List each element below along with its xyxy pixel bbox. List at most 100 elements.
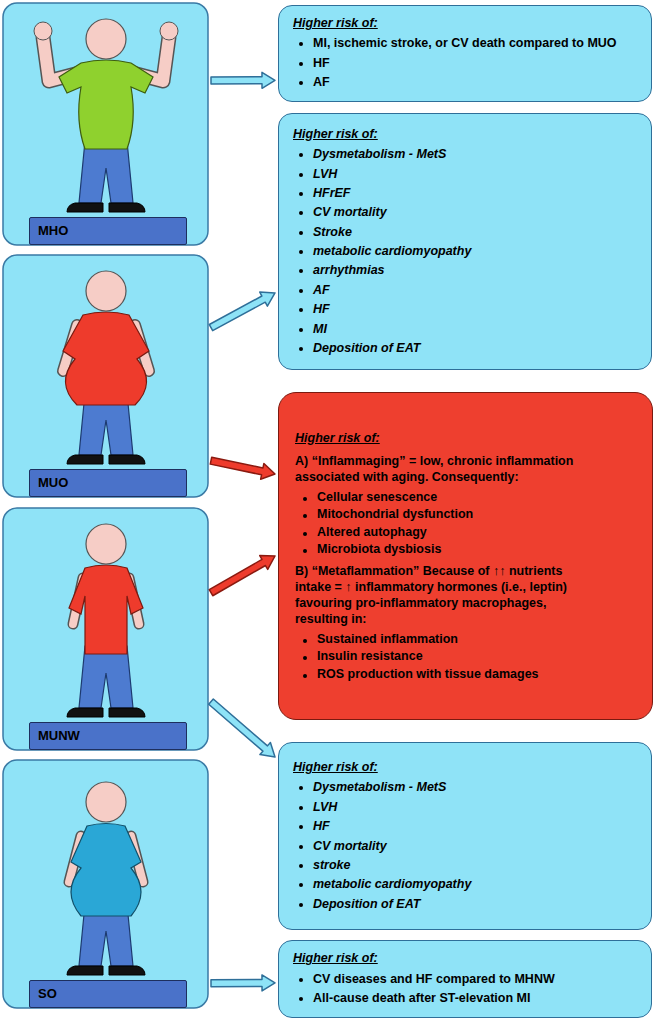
- bullet-text: Altered autophagy: [317, 524, 427, 542]
- risk-box: Higher risk of: CV diseases and HF compar…: [278, 940, 652, 1018]
- bullet-dot: [299, 173, 303, 177]
- bullet-item: CV diseases and HF compared to MHNW: [293, 970, 639, 989]
- bullet-dot: [299, 825, 303, 829]
- bullet-dot: [299, 231, 303, 235]
- bullet-dot: [299, 864, 303, 868]
- bullet-dot: [299, 903, 303, 907]
- bullet-text: CV diseases and HF compared to MHNW: [313, 970, 555, 989]
- bullet-item: Cellular senescence: [295, 489, 640, 507]
- bullet-item: metabolic cardiomyopathy: [293, 875, 639, 894]
- bullet-item: AF: [293, 281, 639, 300]
- bullet-text: Cellular senescence: [317, 489, 437, 507]
- bullet-text: MI, ischemic stroke, or CV death compare…: [313, 34, 617, 53]
- box-heading: Higher risk of:: [293, 758, 639, 777]
- bullet-dot: [299, 786, 303, 790]
- bullet-text: metabolic cardiomyopathy: [313, 242, 471, 261]
- bullet-dot: [299, 845, 303, 849]
- bullet-item: arrhythmias: [293, 261, 639, 280]
- bullet-dot: [299, 978, 303, 982]
- figure-panel: MHO: [3, 3, 208, 245]
- bullet-text: All-cause death after ST-elevation MI: [313, 989, 530, 1008]
- box-heading: Higher risk of:: [295, 429, 640, 448]
- so-figure: [3, 760, 208, 1008]
- bullet-dot: [299, 997, 303, 1001]
- bullet-item: Deposition of EAT: [293, 895, 639, 914]
- bullet-dot: [303, 639, 307, 643]
- bullet-dot: [299, 42, 303, 46]
- bullet-text: arrhythmias: [313, 261, 385, 280]
- box-heading: Higher risk of:: [293, 125, 639, 144]
- bullet-item: LVH: [293, 165, 639, 184]
- bullet-text: Deposition of EAT: [313, 339, 420, 358]
- bullet-dot: [299, 81, 303, 85]
- bullet-dot: [299, 308, 303, 312]
- bullet-dot: [299, 883, 303, 887]
- bullet-item: CV mortality: [293, 203, 639, 222]
- block-arrow: [211, 975, 275, 991]
- bullet-item: stroke: [293, 856, 639, 875]
- bullet-dot: [299, 211, 303, 215]
- bullet-dot: [299, 289, 303, 293]
- bullet-item: All-cause death after ST-elevation MI: [293, 989, 639, 1008]
- bullet-item: Mitochondrial dysfunction: [295, 506, 640, 524]
- bullet-text: CV mortality: [313, 837, 387, 856]
- bullet-item: HF: [293, 300, 639, 319]
- bullet-dot: [303, 514, 307, 518]
- bullet-item: LVH: [293, 798, 639, 817]
- bullet-item: HF: [293, 54, 639, 73]
- bullet-item: metabolic cardiomyopathy: [293, 242, 639, 261]
- munw-figure: [3, 508, 208, 750]
- bullet-item: ROS production with tissue damages: [295, 666, 640, 684]
- bullet-text: Dysmetabolism - MetS: [313, 145, 446, 164]
- bullet-text: HF: [313, 300, 330, 319]
- group-label: SO: [29, 980, 187, 1008]
- group-label: MUO: [29, 469, 187, 497]
- group-label: MUNW: [29, 722, 187, 750]
- figure-panel: SO: [3, 760, 208, 1008]
- bullet-text: AF: [313, 73, 330, 92]
- bullet-text: stroke: [313, 856, 351, 875]
- bullet-text: AF: [313, 281, 330, 300]
- bullet-item: HF: [293, 817, 639, 836]
- bullet-item: Insulin resistance: [295, 648, 640, 666]
- paragraph: A) “Inflammaging” = low, chronic inflamm…: [295, 453, 595, 486]
- bullet-item: HFrEF: [293, 184, 639, 203]
- bullet-item: Dysmetabolism - MetS: [293, 145, 639, 164]
- bullet-item: Dysmetabolism - MetS: [293, 778, 639, 797]
- risk-box: Higher risk of:Dysmetabolism - MetSLVHHF…: [278, 742, 652, 930]
- risk-box: Higher risk of:MI, ischemic stroke, or C…: [278, 5, 652, 102]
- box-heading: Higher risk of:: [293, 949, 639, 968]
- figure-panel: MUNW: [3, 508, 208, 750]
- bullet-text: Dysmetabolism - MetS: [313, 778, 446, 797]
- bullet-item: MI, ischemic stroke, or CV death compare…: [293, 34, 639, 53]
- bullet-dot: [303, 674, 307, 678]
- figure-panel: MUO: [3, 255, 208, 497]
- bullet-dot: [299, 153, 303, 157]
- mho-figure: [3, 3, 208, 245]
- bullet-text: HF: [313, 54, 330, 73]
- bullet-text: Microbiota dysbiosis: [317, 541, 441, 559]
- bullet-text: Stroke: [313, 223, 352, 242]
- bullet-dot: [303, 532, 307, 536]
- risk-box: Higher risk of:Dysmetabolism - MetSLVHHF…: [278, 113, 652, 370]
- bullet-dot: [303, 497, 307, 501]
- bullet-dot: [303, 549, 307, 553]
- group-label: MHO: [29, 217, 187, 245]
- bullet-item: Deposition of EAT: [293, 339, 639, 358]
- block-arrow: [210, 457, 275, 479]
- muo-figure: [3, 255, 208, 497]
- box-heading: Higher risk of:: [293, 14, 639, 33]
- bullet-item: Microbiota dysbiosis: [295, 541, 640, 559]
- bullet-dot: [299, 62, 303, 66]
- bullet-item: Altered autophagy: [295, 524, 640, 542]
- bullet-text: Sustained inflammation: [317, 631, 458, 649]
- paragraph: B) “Metaflammation” Because of ↑↑ nutrie…: [295, 563, 595, 628]
- bullet-text: Mitochondrial dysfunction: [317, 506, 473, 524]
- bullet-text: Insulin resistance: [317, 648, 423, 666]
- block-arrow: [211, 72, 275, 88]
- bullet-item: CV mortality: [293, 837, 639, 856]
- bullet-dot: [299, 269, 303, 273]
- bullet-dot: [299, 347, 303, 351]
- bullet-item: MI: [293, 320, 639, 339]
- bullet-item: AF: [293, 73, 639, 92]
